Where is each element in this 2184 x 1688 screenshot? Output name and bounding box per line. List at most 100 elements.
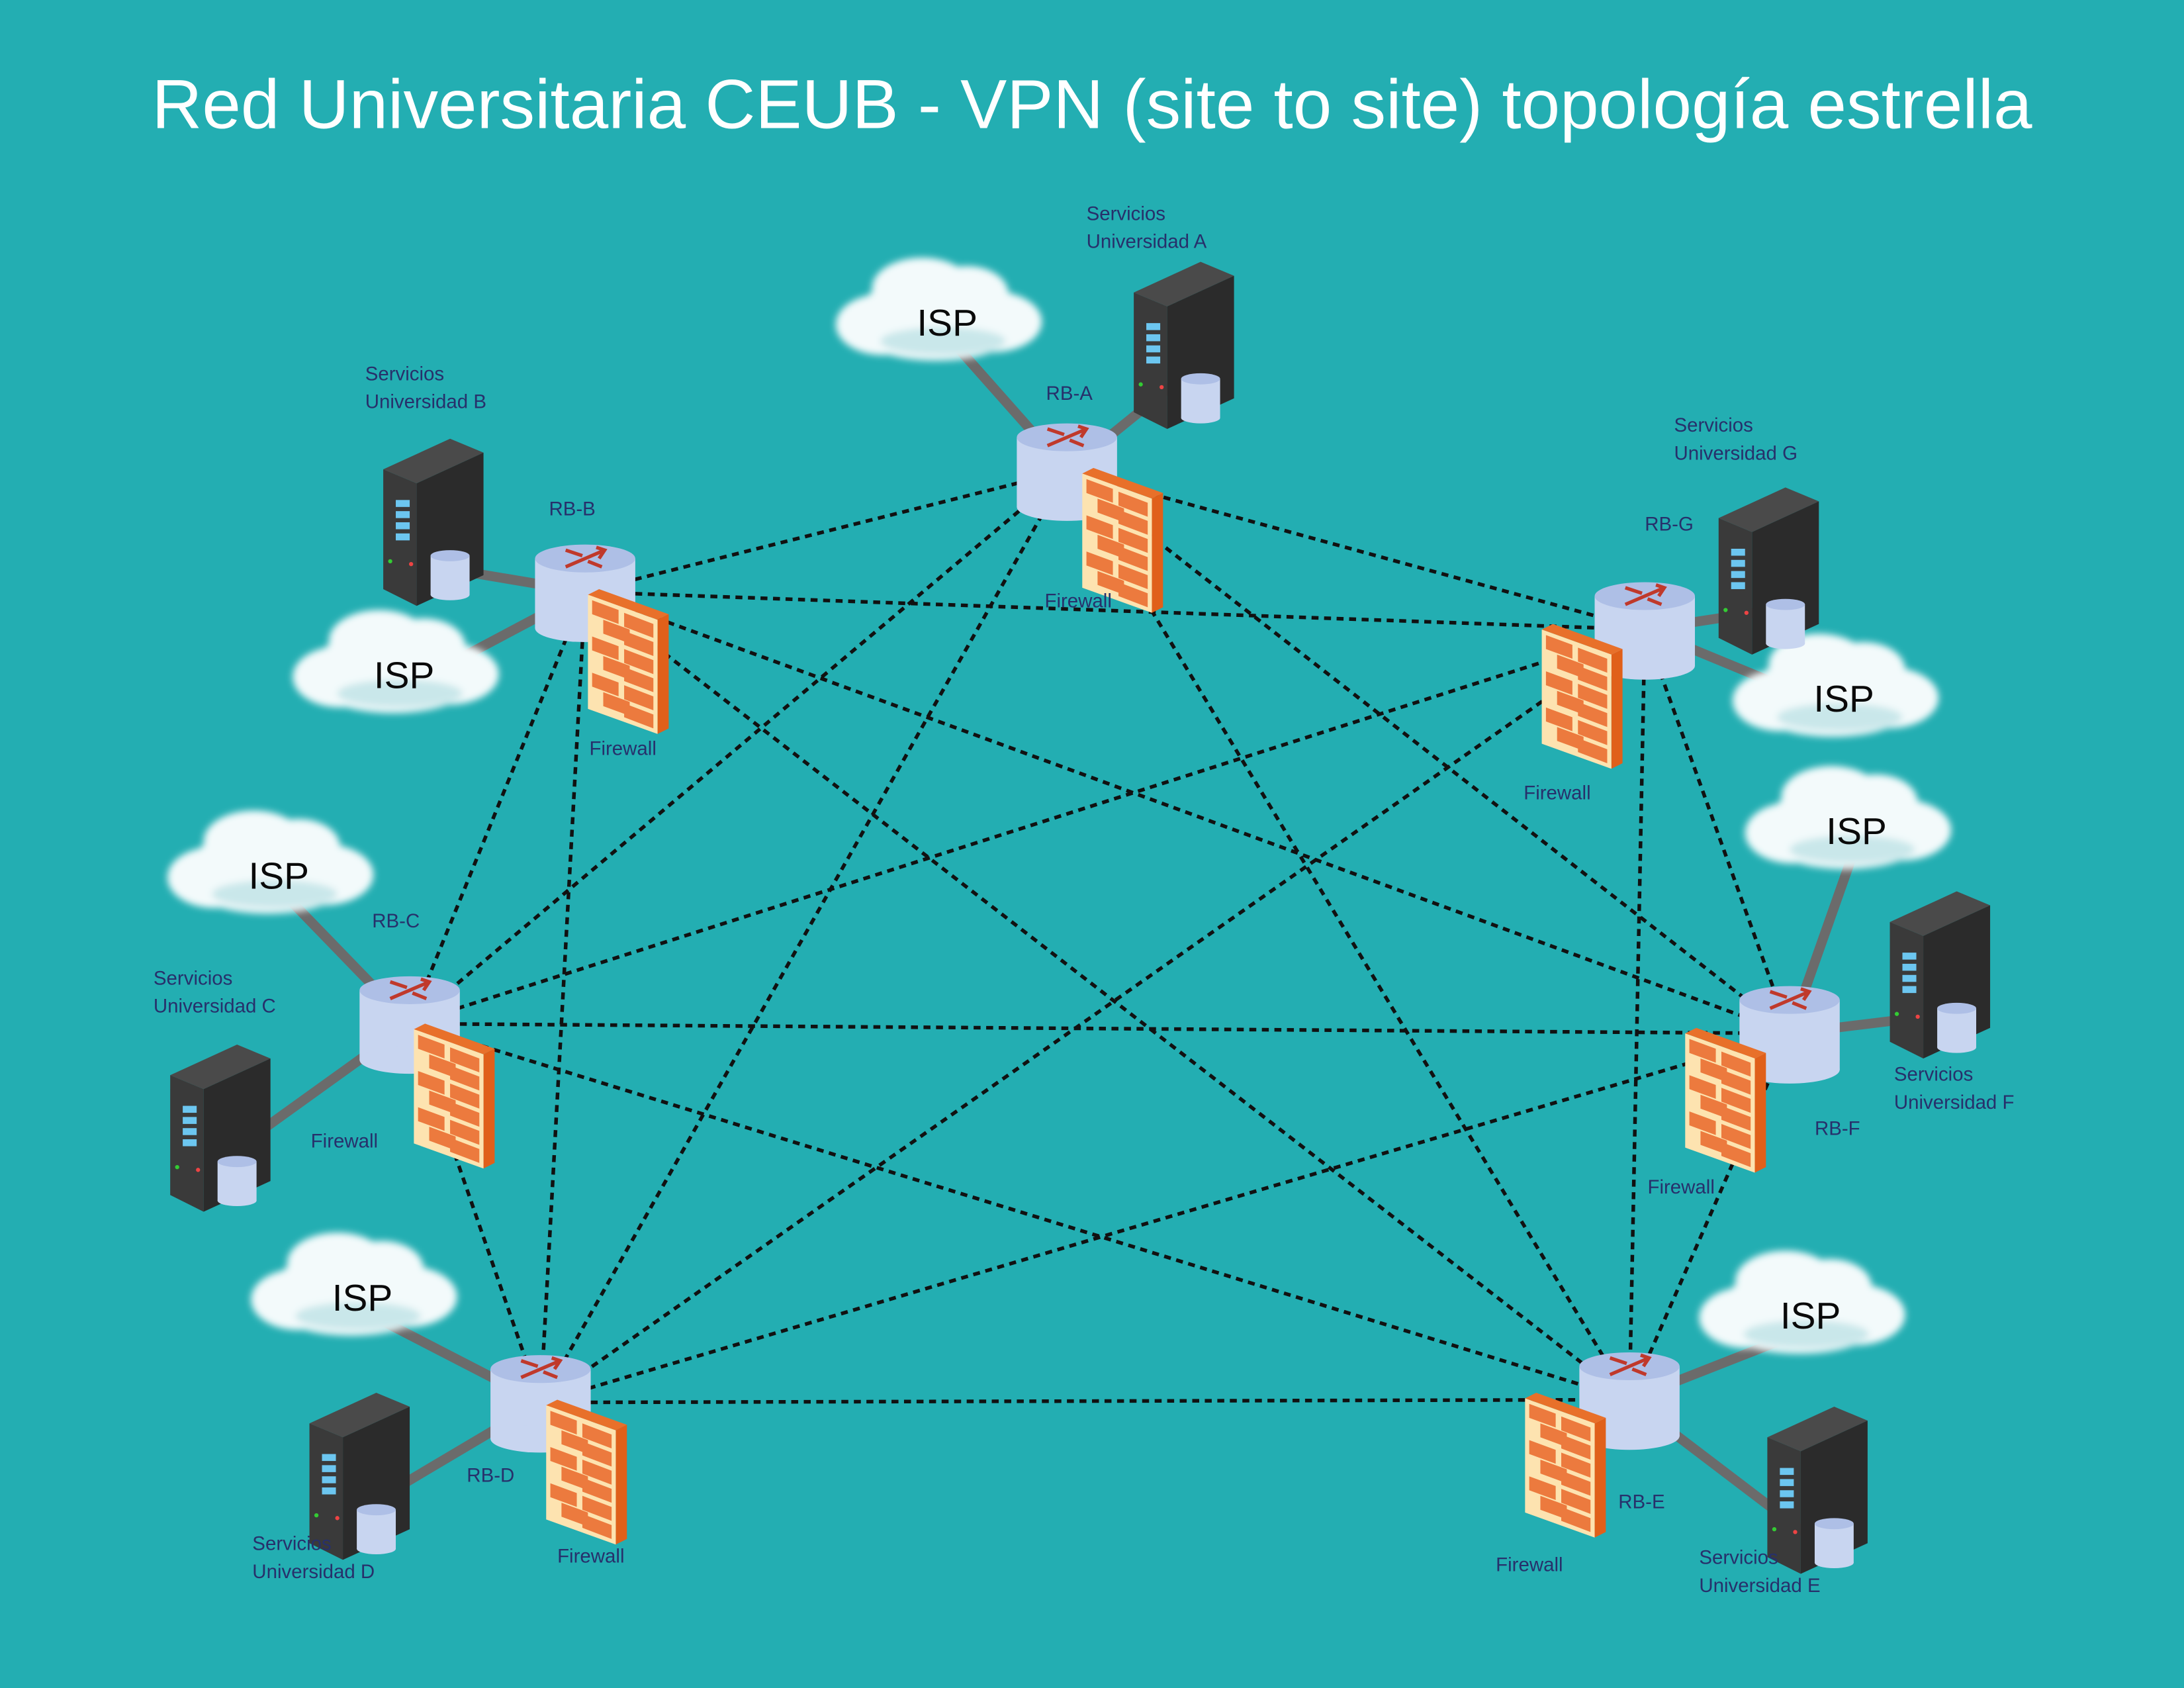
status-led xyxy=(409,561,414,567)
firewall-label: Firewall xyxy=(589,737,656,759)
isp-label: ISP xyxy=(1826,811,1887,853)
server-top xyxy=(309,1392,410,1438)
vpn-tunnel-C-G xyxy=(409,628,1646,1026)
drive-bay xyxy=(183,1128,197,1135)
vpn-tunnel-E-G xyxy=(1627,629,1647,1400)
drive-bay xyxy=(1731,582,1745,589)
brick xyxy=(1118,545,1148,571)
brick xyxy=(550,1447,577,1471)
drive-bay xyxy=(1146,323,1161,330)
cloud-shadow xyxy=(1777,703,1903,731)
cloud-icon xyxy=(1745,766,1952,869)
brick xyxy=(561,1430,588,1454)
brick xyxy=(624,685,654,711)
brick xyxy=(450,1119,480,1145)
server-top xyxy=(383,438,484,484)
brick xyxy=(1545,635,1572,659)
drive-bay xyxy=(1731,559,1745,567)
drive-bay xyxy=(1146,356,1161,364)
router-icon xyxy=(490,1355,591,1453)
brick xyxy=(1578,738,1608,763)
firewall-side xyxy=(657,614,669,734)
cloud-icon xyxy=(293,610,499,714)
brick xyxy=(1118,582,1148,608)
vpn-tunnel-B-C xyxy=(408,591,587,1025)
router-label: RB-C xyxy=(372,910,420,932)
brick xyxy=(603,655,630,680)
brick xyxy=(1540,1423,1567,1448)
firewall-icon xyxy=(1525,1392,1606,1538)
arrow xyxy=(1609,1356,1647,1377)
brick xyxy=(582,1514,612,1539)
firewall-side xyxy=(1611,649,1623,769)
database-icon xyxy=(1181,373,1220,424)
power-led xyxy=(1723,608,1728,612)
db-bottom xyxy=(357,1543,396,1555)
brick xyxy=(1540,1495,1567,1520)
brick xyxy=(592,600,619,624)
brick xyxy=(1721,1051,1751,1077)
brick xyxy=(1086,479,1113,503)
firewall-label: Firewall xyxy=(1524,782,1590,804)
firewall-top xyxy=(1685,1027,1766,1059)
drive-bay xyxy=(322,1465,336,1472)
arrow xyxy=(1624,586,1662,606)
brick xyxy=(1578,702,1608,727)
db-bottom xyxy=(217,1195,257,1207)
db-body xyxy=(430,555,470,595)
drive-bay xyxy=(1780,1468,1794,1476)
router-arrows xyxy=(565,545,608,569)
services-label: Servicios xyxy=(1894,1064,1973,1086)
brick xyxy=(592,673,619,696)
brick xyxy=(561,1503,588,1526)
vpn-tunnel-D-G xyxy=(539,628,1646,1404)
brick xyxy=(624,649,654,675)
brick xyxy=(450,1102,480,1127)
brick xyxy=(1097,571,1124,595)
database-icon xyxy=(430,550,470,600)
brick xyxy=(1578,720,1608,745)
drive-bay xyxy=(183,1105,197,1113)
status-led xyxy=(1160,385,1164,390)
db-bottom xyxy=(430,588,470,600)
drive-bay xyxy=(1731,571,1745,579)
arrow xyxy=(389,977,432,1000)
brick xyxy=(582,1423,612,1449)
services-label: Universidad B xyxy=(365,391,486,412)
services-label: Servicios xyxy=(1699,1547,1778,1569)
cloud-icon xyxy=(167,810,374,914)
status-led xyxy=(1793,1530,1797,1534)
firewall-side xyxy=(1594,1417,1606,1538)
db-body xyxy=(357,1509,396,1549)
cloud-puff xyxy=(1821,641,1905,698)
brick xyxy=(624,667,654,692)
services-label: Universidad C xyxy=(154,996,276,1017)
isp-label: ISP xyxy=(332,1278,393,1319)
firewall-top xyxy=(1082,467,1163,499)
vpn-mesh xyxy=(408,469,1792,1405)
router-arrows xyxy=(1769,987,1812,1010)
status-led xyxy=(1744,610,1749,615)
brick xyxy=(450,1083,480,1109)
drive-bay xyxy=(1902,963,1917,971)
brick xyxy=(1721,1088,1751,1113)
brick xyxy=(1561,1507,1591,1532)
drive-bay xyxy=(1902,953,1917,960)
brick xyxy=(1557,654,1584,679)
vpn-tunnel-E-F xyxy=(1627,1033,1792,1401)
isp-label: ISP xyxy=(917,303,978,344)
brick xyxy=(450,1065,480,1091)
arrow xyxy=(1609,1353,1652,1377)
arrow xyxy=(389,980,428,1000)
brick xyxy=(1721,1123,1751,1149)
firewall-label: Firewall xyxy=(557,1546,624,1568)
db-body xyxy=(1937,1008,1977,1048)
firewall-label: Firewall xyxy=(1044,590,1111,612)
arrow xyxy=(1046,424,1089,447)
vpn-tunnel-F-G xyxy=(1643,629,1792,1035)
db-bottom xyxy=(1814,1557,1854,1569)
brick xyxy=(1118,510,1148,535)
router-label: RB-G xyxy=(1645,514,1694,536)
